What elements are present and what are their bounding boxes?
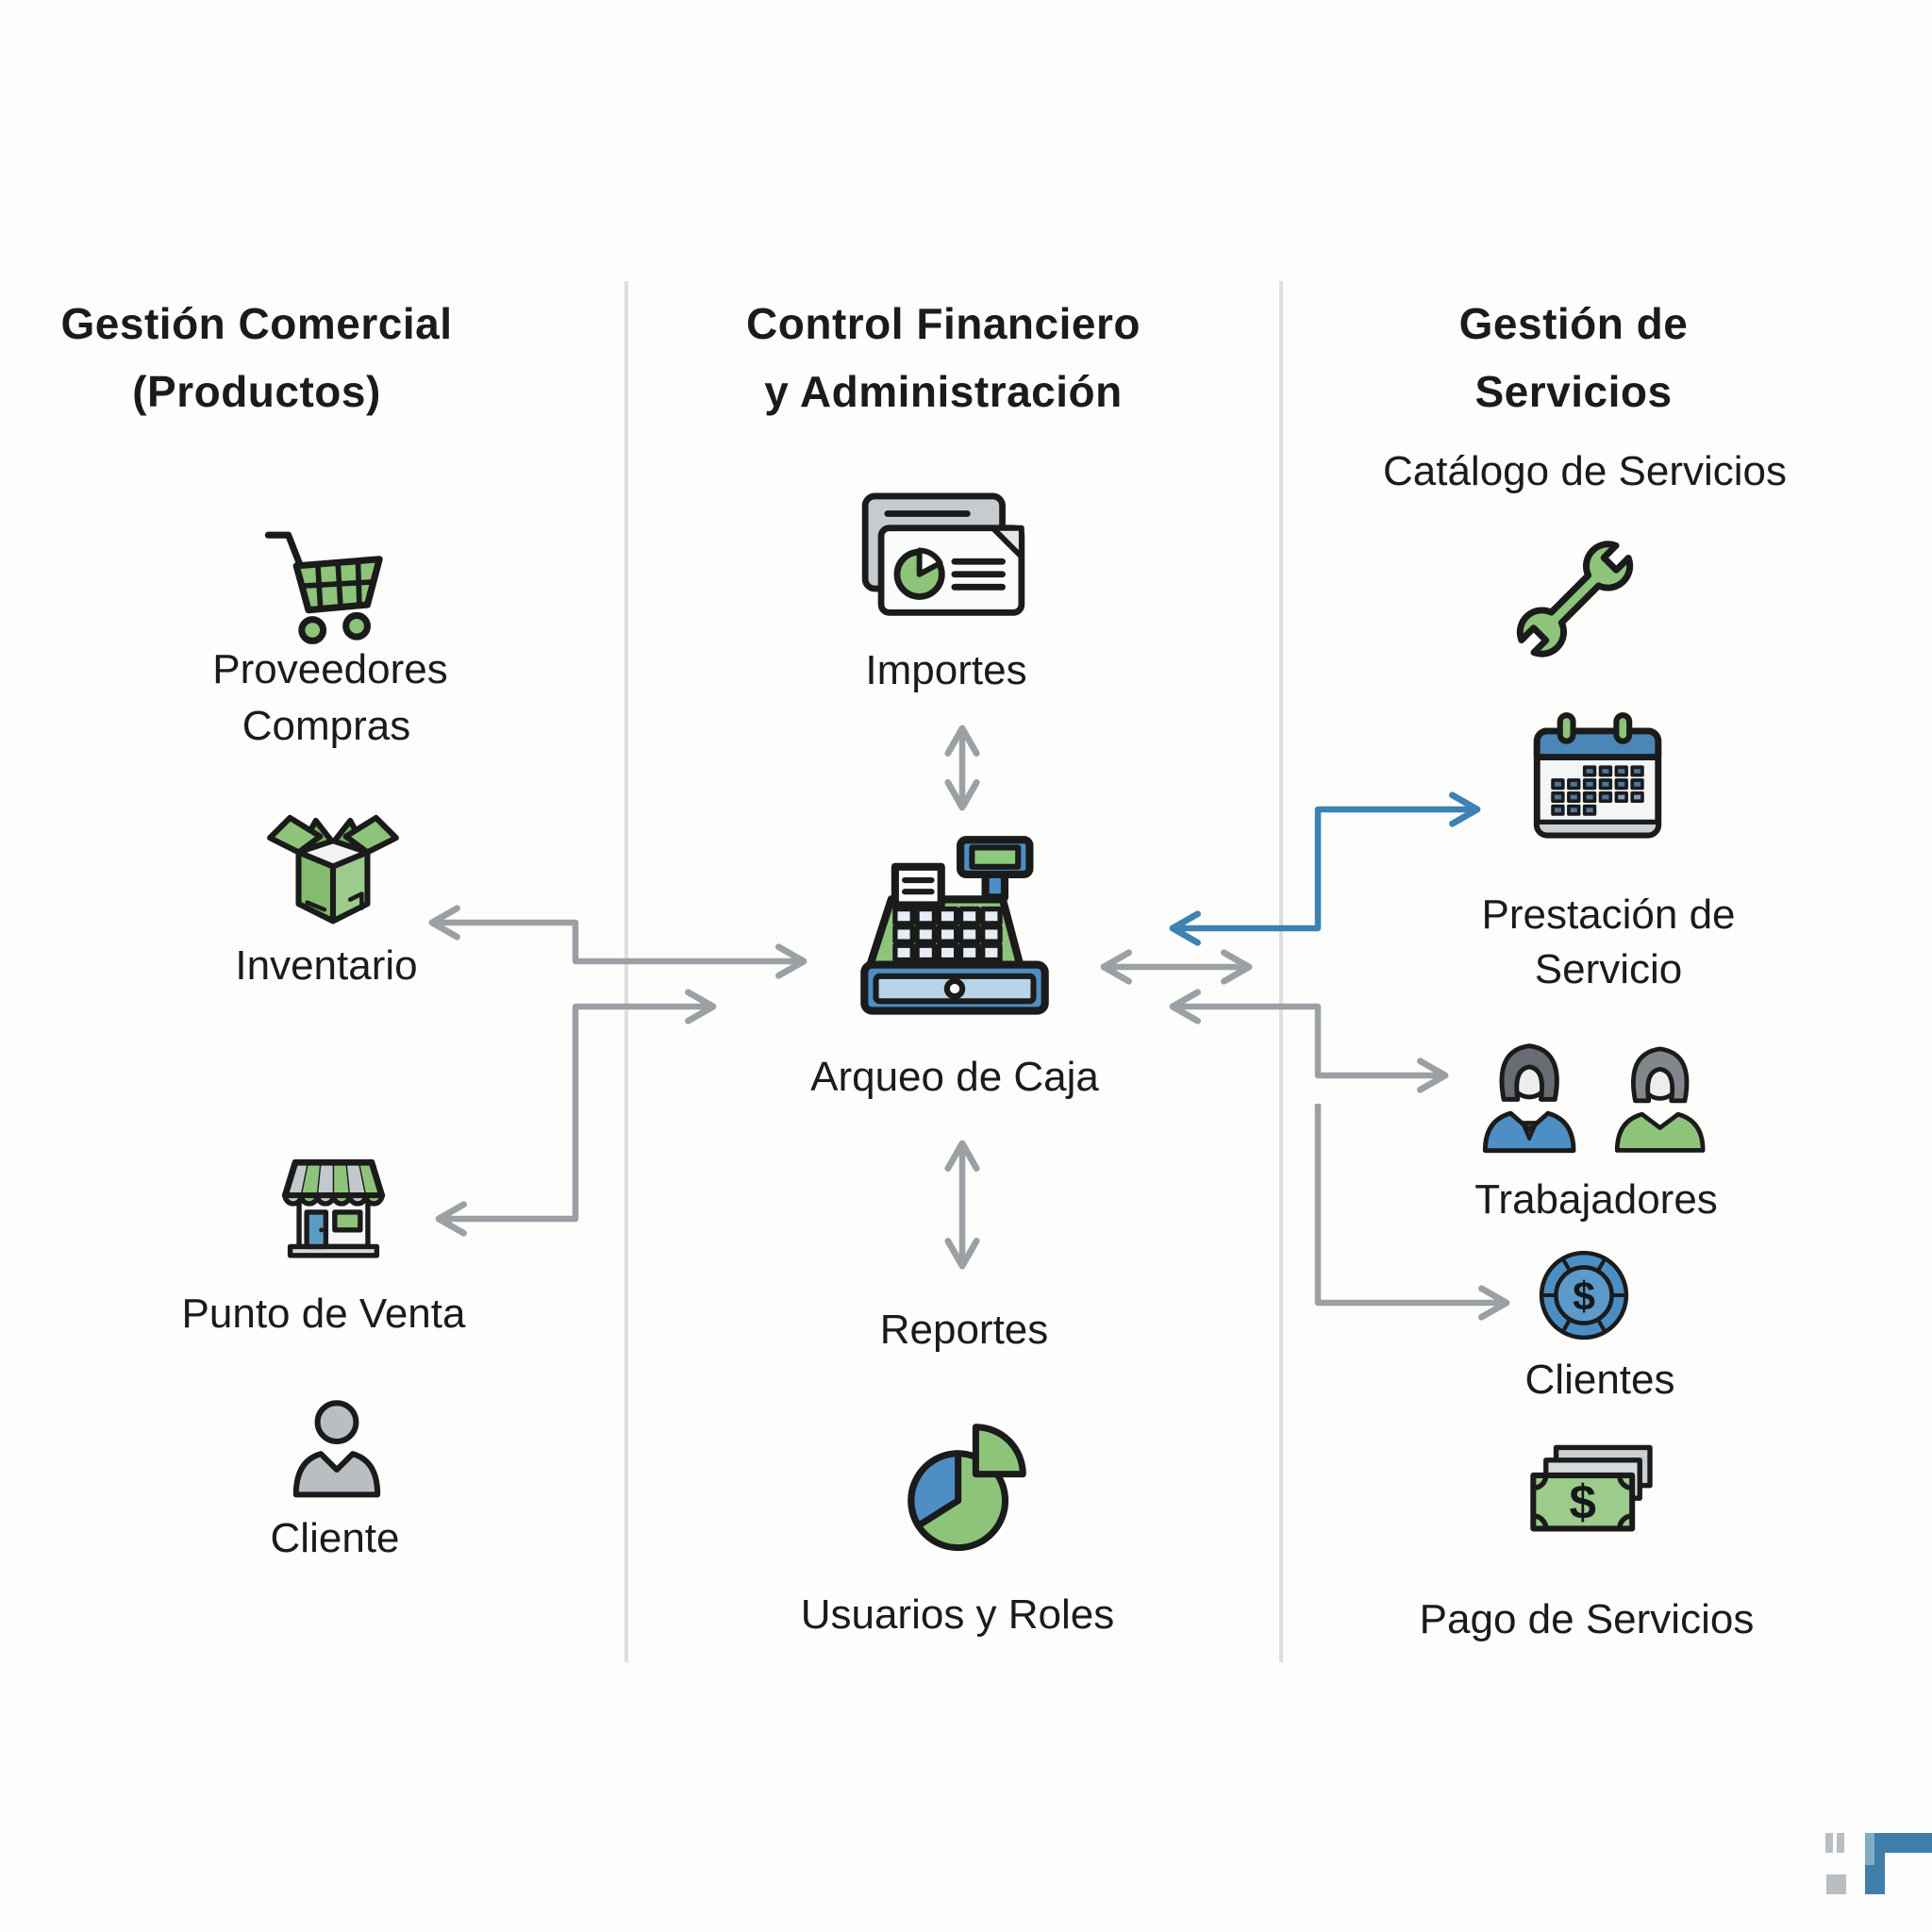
report-cards-icon	[856, 491, 1031, 620]
bill-dollar-sign: $	[1570, 1475, 1596, 1529]
workers-icon	[1465, 1027, 1712, 1158]
cash-register-icon	[849, 834, 1060, 1030]
label-cliente: Cliente	[270, 1515, 400, 1561]
label-trabajadores: Trabajadores	[1474, 1176, 1718, 1223]
arrow-inventario-register	[428, 905, 808, 979]
open-box-icon	[250, 788, 416, 931]
col2-title-line1: Control Financiero	[746, 299, 1141, 348]
coin-icon: $	[1536, 1247, 1632, 1343]
label-clientes: Clientes	[1524, 1357, 1675, 1403]
pie-chart-icon	[893, 1407, 1041, 1558]
shopping-cart-icon	[255, 522, 394, 656]
label-pago-de-servicios: Pago de Servicios	[1419, 1596, 1755, 1642]
wrench-icon	[1502, 522, 1648, 676]
label-punto-de-venta: Punto de Venta	[181, 1291, 466, 1337]
label-usuarios-y-roles: Usuarios y Roles	[800, 1591, 1115, 1638]
col1-title-line1: Gestión Comercial	[60, 299, 453, 348]
person-icon	[277, 1391, 396, 1504]
calendar-icon	[1525, 705, 1670, 856]
coin-dollar-sign: $	[1573, 1274, 1595, 1319]
label-compras: Compras	[242, 703, 411, 749]
label-inventario: Inventario	[235, 942, 418, 989]
corner-logo	[1825, 1833, 1932, 1894]
label-prestacion-line1: Prestación de	[1481, 891, 1736, 938]
arrow-register-clientes	[1314, 1104, 1510, 1321]
col3-title-line1: Gestión de	[1458, 299, 1689, 348]
storefront-icon	[247, 1140, 420, 1267]
arrow-register-prestacion	[1169, 791, 1481, 946]
arrow-puntodeventa-register	[435, 989, 717, 1237]
col2-title-line2: y Administración	[764, 367, 1123, 416]
label-catalogo-de-servicios: Catálogo de Servicios	[1382, 448, 1788, 494]
label-reportes: Reportes	[879, 1307, 1049, 1353]
label-importes: Importes	[865, 647, 1027, 693]
arrow-register-trabajadores	[1169, 989, 1449, 1093]
label-prestacion-line2: Servicio	[1534, 946, 1683, 992]
label-arqueo-de-caja: Arqueo de Caja	[810, 1054, 1099, 1100]
label-proveedores: Proveedores	[212, 646, 448, 692]
money-bills-icon: $	[1514, 1442, 1672, 1557]
col1-title-line2: (Productos)	[132, 367, 381, 416]
col3-title-line2: Servicios	[1474, 367, 1673, 416]
